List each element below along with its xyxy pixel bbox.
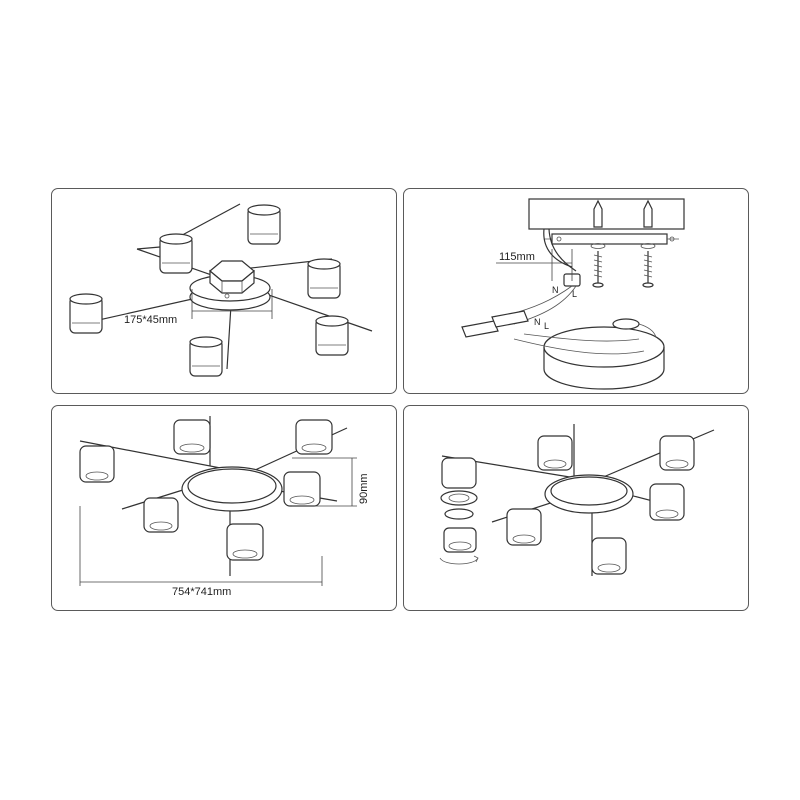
- lamp-bottom: [189, 336, 223, 377]
- canopy-dimension-label: 175*45mm: [124, 314, 178, 326]
- arm-upper-right: [593, 429, 715, 482]
- width-label: 754*741mm: [172, 586, 232, 598]
- ceiling-bracket: [528, 198, 685, 245]
- distance-line: [496, 249, 573, 281]
- lamp-bottom: [591, 537, 627, 575]
- ring-inner: [187, 468, 277, 504]
- shade-assembly-diagram: [439, 424, 715, 576]
- lamp-cylinders: [506, 435, 695, 575]
- terminal-label-l1: L: [572, 289, 578, 299]
- connector-1: [461, 320, 499, 338]
- panel-wiring-installation: 115mm N L N L: [403, 188, 749, 394]
- wiring-diagram: [461, 198, 685, 390]
- lamp-right: [315, 315, 349, 356]
- height-label: 90mm: [358, 473, 370, 504]
- lamp-far-left: [79, 445, 115, 483]
- lamp-cylinders: [69, 204, 349, 377]
- ceiling-block: [528, 198, 685, 230]
- canopy-plate: [189, 260, 271, 311]
- fixture-base: [513, 318, 665, 390]
- mounting-bar: [551, 233, 668, 245]
- central-ring: [181, 466, 283, 512]
- terminal-label-l2: L: [544, 321, 550, 331]
- connector-2: [491, 310, 529, 328]
- fixture-dimensions-diagram: [79, 416, 357, 586]
- lamp-top-left: [173, 419, 211, 455]
- lamp-right-upper: [307, 258, 341, 299]
- lamp-left: [506, 508, 542, 546]
- wall-anchors: [593, 199, 653, 228]
- driver-box: [612, 318, 640, 330]
- shade-cup: [443, 527, 477, 553]
- anchor-right: [643, 199, 653, 228]
- distance-label: 115mm: [499, 251, 535, 263]
- dimension-lines: [79, 457, 357, 586]
- lamp-top-right: [659, 435, 695, 471]
- screws: [590, 243, 656, 288]
- rotate-arrow: [439, 557, 479, 565]
- lamp-top: [247, 204, 281, 245]
- panel-shade-assembly: [403, 405, 749, 611]
- shade-ring: [440, 490, 478, 506]
- lamp-top-right: [295, 419, 333, 455]
- lamp-cylinders: [79, 419, 333, 561]
- lamp-left-upper: [159, 233, 193, 274]
- canopy-hexbox-side: [209, 269, 255, 294]
- panel-fixture-dimensions: 90mm 754*741mm: [51, 405, 397, 611]
- anchor-left: [593, 199, 603, 228]
- lamp-right: [649, 483, 685, 521]
- shade-body: [441, 457, 477, 489]
- lamp-left: [143, 497, 179, 533]
- arm-left-short: [136, 246, 161, 250]
- panel-canopy-dimensions: 175*45mm: [51, 188, 397, 394]
- lamp-right: [283, 471, 321, 507]
- lamp-bottom: [226, 523, 264, 561]
- terminal-label-n1: N: [552, 285, 559, 295]
- lamp-left: [69, 293, 103, 334]
- canopy-diagram: [69, 203, 373, 377]
- terminal-label-n2: N: [534, 317, 541, 327]
- ring-inner: [550, 476, 628, 506]
- shade-lens: [444, 508, 474, 520]
- exploded-shade: [439, 457, 479, 565]
- lamp-top-left: [537, 435, 573, 471]
- connectors: [461, 310, 529, 338]
- dimension-line: [191, 289, 273, 319]
- central-ring: [544, 474, 634, 514]
